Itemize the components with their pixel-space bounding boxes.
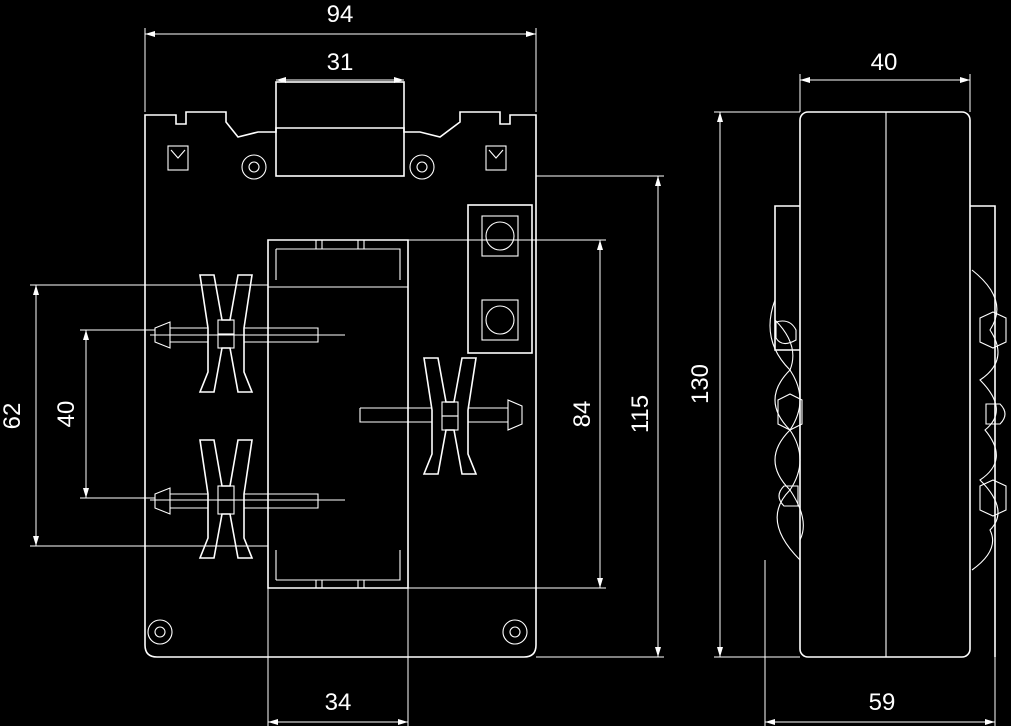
dim-label-115: 115	[627, 395, 654, 433]
dim-window-height: 84	[408, 239, 606, 589]
side-view	[769, 111, 1007, 658]
dim-busbar-outer: 62	[0, 284, 268, 547]
clamp-right	[359, 357, 523, 475]
window-frame	[267, 239, 409, 589]
slot-symbols	[167, 145, 507, 171]
side-body	[799, 111, 971, 658]
hex-nut-left	[777, 393, 803, 431]
dim-window-top: 31	[276, 49, 404, 83]
housing-outline	[144, 111, 537, 658]
mounting-holes	[147, 154, 528, 645]
dim-overall-width: 94	[144, 1, 537, 112]
hex-nut-right-bottom	[979, 479, 1007, 517]
dim-window-bottom: 34	[267, 588, 409, 726]
dim-label-40-left: 40	[53, 401, 80, 428]
clamp-upper	[150, 274, 345, 393]
dim-body-height: 115	[536, 175, 664, 658]
dim-label-62: 62	[0, 403, 26, 430]
terminal-block	[467, 204, 533, 354]
dim-label-94: 94	[327, 1, 354, 28]
top-slot	[275, 81, 405, 177]
dim-label-59: 59	[869, 689, 896, 716]
clamp-lower	[150, 439, 345, 559]
dim-label-84: 84	[569, 401, 596, 428]
dim-label-31: 31	[327, 49, 354, 76]
front-view	[144, 81, 537, 658]
dim-label-34: 34	[325, 689, 352, 716]
dim-label-130: 130	[687, 364, 714, 404]
hex-nut-right-top	[979, 311, 1007, 349]
dim-label-40-top: 40	[871, 49, 898, 76]
dim-total-height: 130	[687, 111, 800, 658]
dim-busbar-inner: 40	[53, 329, 155, 499]
dim-side-depth: 40	[799, 49, 971, 112]
dim-side-base: 59	[764, 560, 996, 726]
